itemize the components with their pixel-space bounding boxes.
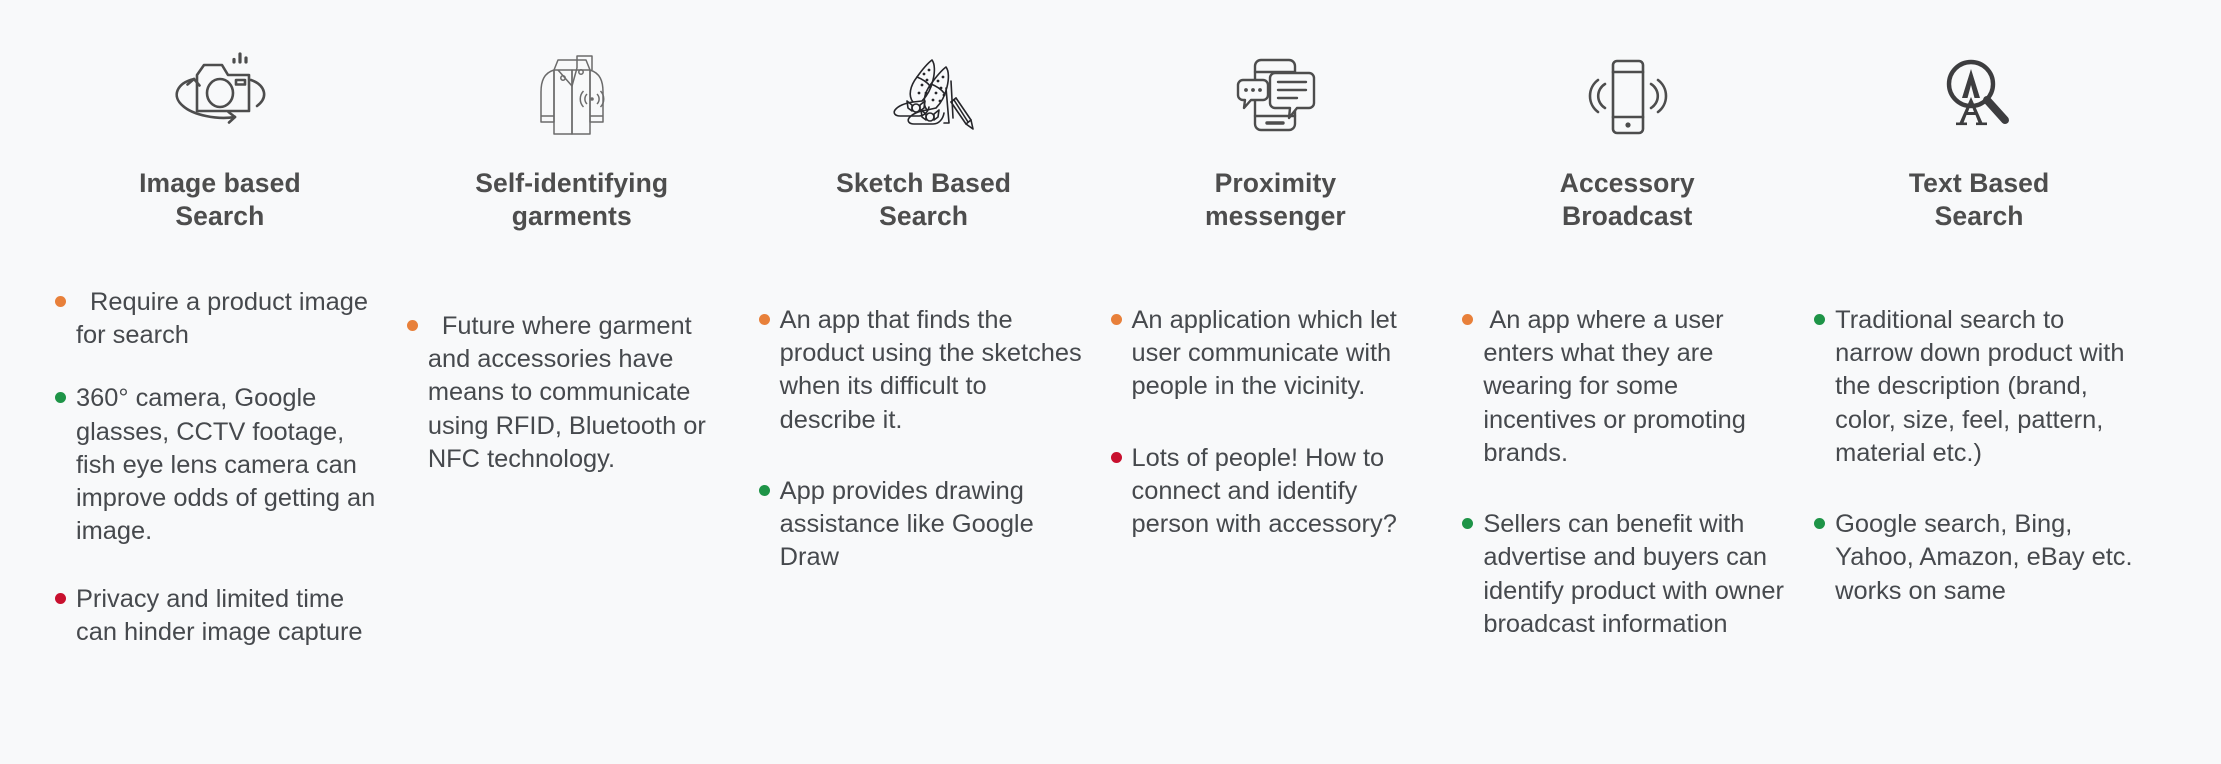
bullet-list: Future where garment and accessories hav… [406, 310, 737, 476]
bullet-dot-orange [758, 313, 770, 325]
bullet-list: An app that finds the product using the … [758, 304, 1089, 575]
sketch-shoes-pencil-icon [759, 0, 1089, 150]
bullet-list: Require a product image for search 360° … [55, 286, 385, 650]
bullet-item: Future where garment and accessories hav… [406, 310, 737, 476]
bullet-item: An application which let user communicat… [1110, 304, 1441, 404]
column-image-based-search: Image based Search Require a product ima… [55, 0, 407, 764]
bullet-text: 360° camera, Google glasses, CCTV footag… [76, 384, 376, 546]
bullet-text: Google search, Bing, Yahoo, Amazon, eBay… [1835, 510, 2133, 605]
bullet-text: Require a product image for search [76, 287, 369, 350]
bullet-text: An app where a user enters what they are… [1483, 305, 1746, 467]
bullet-item: Google search, Bing, Yahoo, Amazon, eBay… [1814, 508, 2144, 608]
bullet-text: Privacy and limited time can hinder imag… [76, 584, 363, 646]
column-self-identifying-garments: Self-identifying garments Future where g… [406, 0, 759, 764]
bullet-text: An application which let user communicat… [1131, 305, 1397, 401]
bullet-dot-red [55, 592, 66, 604]
bullet-dot-green [1814, 313, 1826, 325]
bullet-item: Require a product image for search [55, 286, 385, 353]
bullet-text: Lots of people! How to connect and ident… [1131, 443, 1397, 539]
bullet-list: Traditional search to narrow down produc… [1814, 304, 2144, 608]
column-heading: Self-identifying garments [475, 168, 669, 232]
bullet-item: Sellers can benefit with advertise and b… [1462, 508, 1792, 641]
bullet-dot-green [1462, 518, 1474, 530]
bullet-item: An app that finds the product using the … [758, 304, 1089, 437]
bullet-text: An app that finds the product using the … [779, 305, 1082, 434]
column-heading: Sketch Based Search [836, 168, 1012, 232]
bullet-list: An application which let user communicat… [1110, 304, 1441, 542]
bullet-text: Traditional search to narrow down produc… [1835, 305, 2125, 467]
bullet-item: Lots of people! How to connect and ident… [1110, 442, 1441, 542]
bullet-dot-orange [1110, 313, 1122, 325]
phone-chat-bubbles-icon [1111, 0, 1441, 150]
bullet-text: Future where garment and accessories hav… [427, 311, 706, 473]
phone-broadcast-icon [1462, 0, 1792, 150]
bullet-dot-orange [55, 295, 66, 307]
bullet-text: App provides drawing assistance like Goo… [779, 476, 1034, 572]
column-accessory-broadcast: Accessory Broadcast An app where a user … [1462, 0, 1814, 764]
bullet-item: Traditional search to narrow down produc… [1814, 304, 2144, 470]
bullet-item: Privacy and limited time can hinder imag… [55, 583, 385, 650]
bullet-list: An app where a user enters what they are… [1462, 304, 1792, 642]
column-heading: Text Based Search [1908, 168, 2050, 232]
bullet-dot-green [758, 484, 770, 496]
smart-garment-icon [407, 0, 737, 150]
bullet-dot-orange [1462, 313, 1474, 325]
bullet-dot-red [1110, 451, 1122, 463]
magnifier-letter-a-icon [1814, 0, 2144, 150]
bullet-dot-green [1814, 518, 1826, 530]
bullet-item: 360° camera, Google glasses, CCTV footag… [55, 382, 385, 548]
column-heading: Image based Search [139, 168, 301, 232]
bullet-item: App provides drawing assistance like Goo… [758, 475, 1089, 575]
bullet-dot-green [55, 392, 66, 404]
column-text-based-search: Text Based Search Traditional search to … [1814, 0, 2166, 764]
camera-360-icon [55, 0, 385, 150]
column-heading: Accessory Broadcast [1559, 168, 1695, 232]
column-heading: Proximity messenger [1204, 168, 1346, 232]
bullet-item: An app where a user enters what they are… [1462, 304, 1792, 470]
bullet-text: Sellers can benefit with advertise and b… [1483, 510, 1784, 638]
column-sketch-based-search: Sketch Based Search An app that finds th… [758, 0, 1111, 764]
column-proximity-messenger: Proximity messenger An application which… [1110, 0, 1463, 764]
bullet-dot-orange [406, 319, 418, 331]
